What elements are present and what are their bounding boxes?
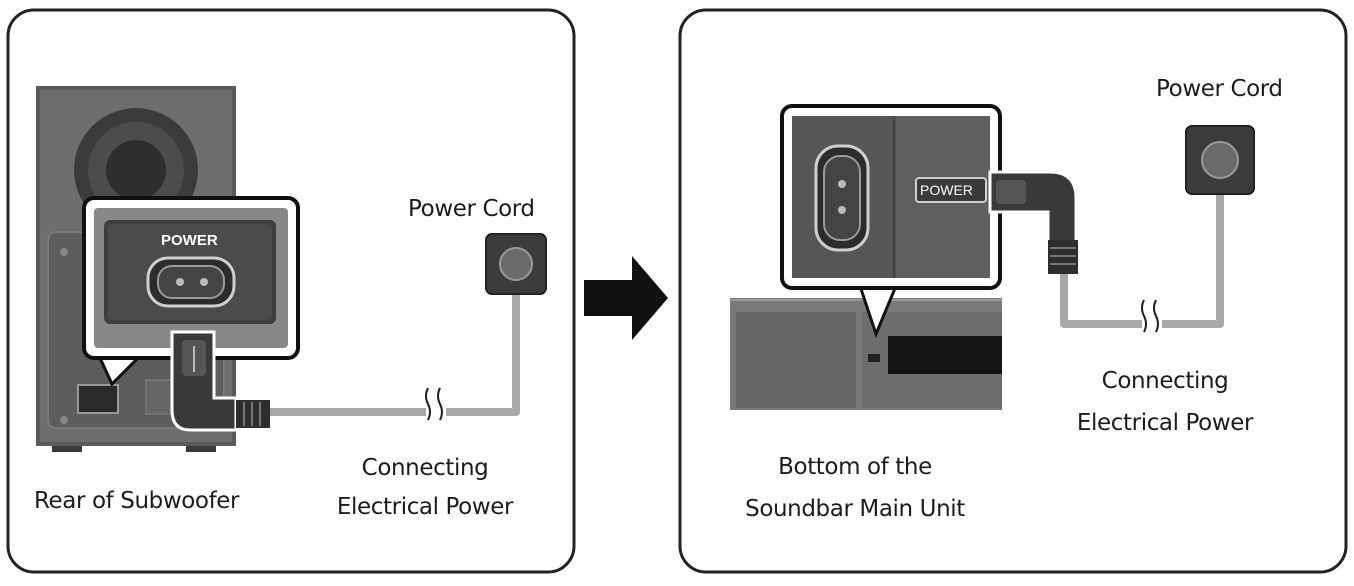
soundbar-bottom [730,298,1002,410]
left-panel-title: Rear of Subwoofer [34,488,240,514]
right-power-callout [780,104,1002,339]
left-power-cord-label: Power Cord [408,196,535,222]
left-wall-socket-icon [485,233,547,295]
right-caption-line2: Electrical Power [1076,410,1254,436]
right-wall-socket-icon [1185,125,1255,195]
left-power-callout [82,196,300,387]
right-power-cable [1060,192,1224,333]
right-caption-line1: Connecting [1101,368,1229,394]
right-arrow-icon [584,256,668,340]
right-panel-title-line1: Bottom of the [778,454,932,480]
left-caption-line2: Electrical Power [336,494,514,520]
right-power-cord-label: Power Cord [1156,76,1283,102]
left-power-port-label: POWER [161,232,218,249]
right-power-plug-icon [988,170,1078,274]
right-panel-title-line2: Soundbar Main Unit [745,496,965,522]
left-power-cable [268,292,520,421]
right-power-port-label: POWER [920,182,973,198]
left-power-plug-icon [170,330,270,432]
left-caption-line1: Connecting [361,455,489,481]
